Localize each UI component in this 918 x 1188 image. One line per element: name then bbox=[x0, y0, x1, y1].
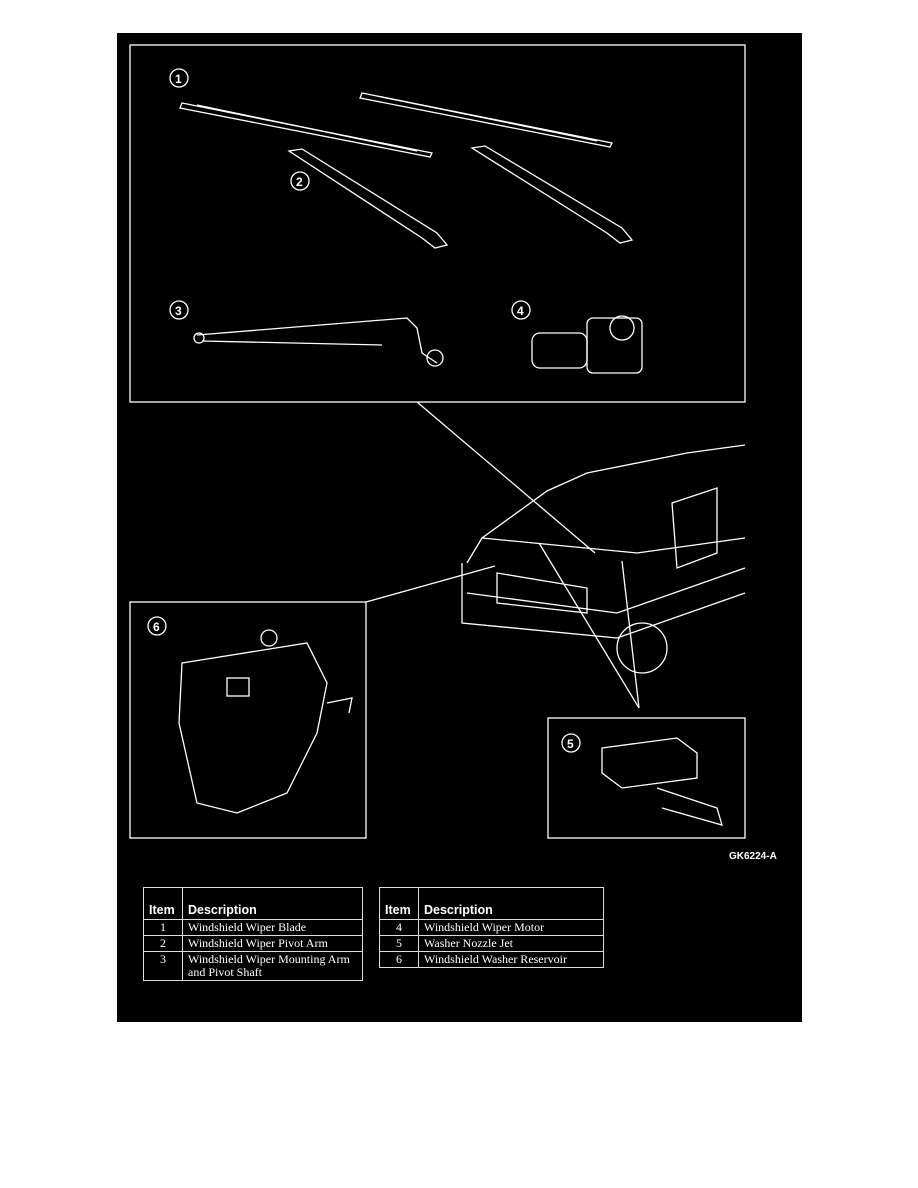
item-number: 2 bbox=[143, 935, 183, 952]
item-description: Windshield Wiper Blade bbox=[182, 919, 363, 936]
item-description: Windshield Wiper Motor bbox=[418, 919, 604, 936]
callout-2: 2 bbox=[290, 171, 310, 191]
wiper-blade-right bbox=[359, 92, 613, 148]
callout-4: 4 bbox=[511, 300, 531, 320]
item-number: 4 bbox=[379, 919, 419, 936]
mounting-arm-linkage bbox=[193, 317, 444, 367]
svg-text:4: 4 bbox=[517, 304, 524, 318]
pivot-arm-left bbox=[287, 148, 449, 249]
nozzle-panel bbox=[547, 717, 746, 839]
wiper-blade-left bbox=[179, 102, 433, 158]
svg-text:5: 5 bbox=[567, 737, 574, 751]
callout-5: 5 bbox=[561, 733, 581, 753]
leader-line bbox=[621, 560, 640, 709]
item-description: Windshield Washer Reservoir bbox=[418, 951, 604, 968]
pivot-arm-right bbox=[470, 145, 634, 244]
svg-text:2: 2 bbox=[296, 175, 303, 189]
header-description: Description bbox=[182, 887, 363, 920]
callout-1: 1 bbox=[169, 68, 189, 88]
exploded-view-illustration: 1 2 3 4 6 5 bbox=[129, 44, 746, 839]
leader-line bbox=[416, 401, 596, 554]
header-item: Item bbox=[143, 887, 183, 920]
callout-3: 3 bbox=[169, 300, 189, 320]
reservoir-panel bbox=[129, 601, 367, 839]
item-number: 6 bbox=[379, 951, 419, 968]
item-description: Windshield Wiper Mounting Arm and Pivot … bbox=[182, 951, 363, 981]
wiper-motor bbox=[531, 315, 643, 374]
svg-text:3: 3 bbox=[175, 304, 182, 318]
washer-nozzle-jet bbox=[601, 737, 723, 826]
svg-text:6: 6 bbox=[153, 620, 160, 634]
components-panel bbox=[129, 44, 746, 403]
item-description: Washer Nozzle Jet bbox=[418, 935, 604, 952]
item-number: 5 bbox=[379, 935, 419, 952]
item-number: 3 bbox=[143, 951, 183, 981]
leader-line bbox=[365, 565, 496, 603]
svg-text:1: 1 bbox=[175, 72, 182, 86]
leader-line bbox=[538, 542, 640, 709]
item-number: 1 bbox=[143, 919, 183, 936]
header-description: Description bbox=[418, 887, 604, 920]
header-item: Item bbox=[379, 887, 419, 920]
vehicle-outline bbox=[461, 444, 746, 674]
callout-6: 6 bbox=[147, 616, 167, 636]
item-description: Windshield Wiper Pivot Arm bbox=[182, 935, 363, 952]
washer-reservoir bbox=[178, 629, 353, 814]
figure-id: GK6224-A bbox=[729, 851, 777, 862]
